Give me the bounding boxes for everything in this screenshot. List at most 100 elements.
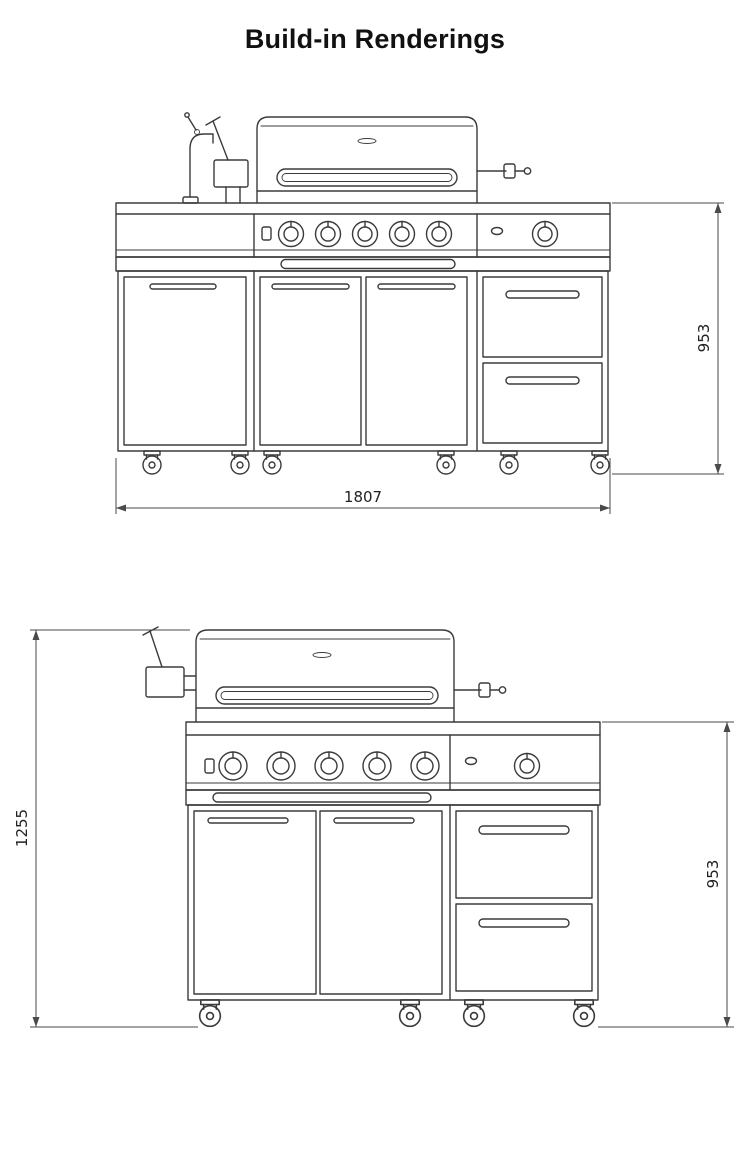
control-panel [115,202,611,258]
cabinet-door-right [319,810,443,995]
arrowhead-down [32,1017,40,1027]
grease-tray [185,789,601,806]
dimension-height-right: 953 [612,202,724,475]
arrowhead-left [116,504,126,512]
dimension-height-right: 953 [598,721,734,1028]
grease-tray-handle [212,792,432,803]
drawer-panel [455,810,593,899]
faucet [182,112,214,204]
hood-handle-inner [220,691,434,700]
door-handle [271,283,350,290]
indicator-light [490,226,504,236]
caster-wheel [436,450,456,475]
drawer-bottom [482,362,603,444]
rotisserie-knob [523,167,532,175]
hood-outline [256,116,478,204]
dimension-height-left: 1255 [13,629,198,1028]
hood-handle-inner [281,173,453,182]
rotisserie-motor [142,626,197,698]
caster-wheel [262,450,282,475]
arrowhead-up [32,630,40,640]
skewer-rod [212,120,229,161]
drawer-panel [482,362,603,444]
hood-handle [276,168,458,187]
arrowhead-down [714,464,722,474]
door-handle [149,283,217,290]
burner-knob [410,751,440,781]
skewer-rod [149,630,163,668]
burner-knob [388,220,416,248]
door-panel [193,810,317,995]
bottom-unit-drawing: 1255 953 [13,626,734,1028]
side-burner-knob [531,220,559,248]
arrowhead-up [723,722,731,732]
indicator-light [464,756,478,766]
dimension-label-body-height: 953 [695,324,713,353]
drawer-handle [478,918,570,928]
rotisserie-handle [476,163,532,179]
panel-outline [115,202,611,258]
door-panel [365,276,468,446]
drawer-bottom [455,903,593,992]
cabinet [187,804,599,1001]
faucet-lever-knob [184,112,190,118]
skewer-fork [205,116,221,126]
control-panel [185,721,601,791]
drawer-panel [482,276,603,358]
arrowhead-up [714,203,722,213]
drawer-handle [505,376,580,385]
dimension-label-body-height: 953 [704,860,722,889]
burner-knob [266,751,296,781]
cabinet-door-left [193,810,317,995]
cabinet-door-left [123,276,247,446]
arrowhead-down [723,1017,731,1027]
door-handle [207,817,289,824]
door-handle [377,283,456,290]
page-title: Build-in Renderings [244,24,506,54]
dimension-width-bottom: 1807 [115,458,611,514]
motor-box [213,159,249,188]
caster-wheel [198,999,222,1028]
cabinet-outline [187,804,599,1001]
grease-tray [115,256,611,272]
caster-wheel [142,450,162,475]
drawer-panel [455,903,593,992]
burner-knob [277,220,305,248]
door-handle [333,817,415,824]
rotisserie-motor [205,116,249,204]
rotisserie-handle [453,682,507,698]
faucet-neck [189,133,214,198]
dimension-label-overall-width: 1807 [344,488,382,506]
top-unit-drawing: 953 1807 [115,112,724,514]
faucet-pivot [194,129,200,135]
motor-box [145,666,185,698]
drawer-top [482,276,603,358]
drawer-top [455,810,593,899]
grease-band [185,789,601,806]
door-panel [259,276,362,446]
side-burner-knob [513,752,541,780]
cabinet [117,270,609,452]
igniter-button [204,758,215,774]
cabinet-door-middle-right [365,276,468,446]
door-panel [123,276,247,446]
arrowhead-right [600,504,610,512]
cabinet-door-middle-left [259,276,362,446]
burner-knob [425,220,453,248]
dimension-label-overall-height: 1255 [13,809,31,847]
burner-knob [314,751,344,781]
hood-outline [195,629,455,723]
igniter-button [261,226,272,241]
hood-handle [215,686,439,705]
hood-logo [312,652,332,658]
caster-wheel [572,999,596,1028]
burner-knob [218,751,248,781]
faucet-lever [187,116,197,131]
grease-tray-handle [280,258,456,270]
caster-wheel [499,450,519,475]
door-panel [319,810,443,995]
burner-knob [314,220,342,248]
hood [256,116,478,204]
casters [142,450,610,475]
